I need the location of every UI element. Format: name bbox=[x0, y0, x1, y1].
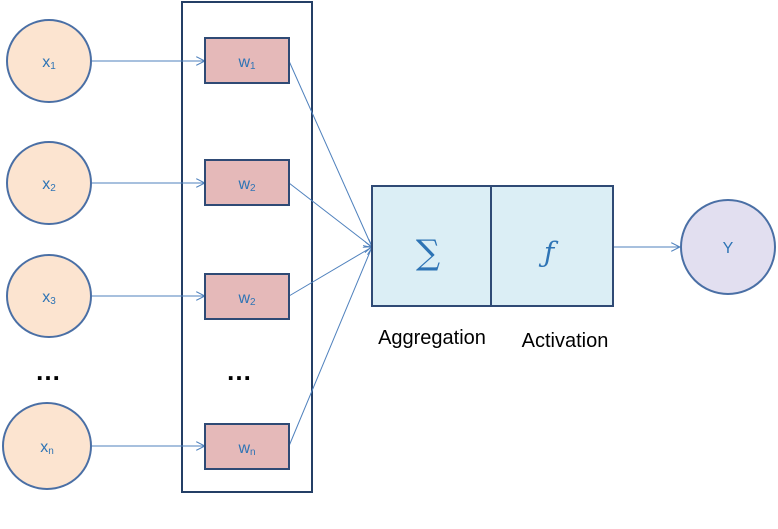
input-label-x3: x bbox=[42, 289, 50, 306]
activation-box bbox=[490, 185, 614, 307]
input-subscript-x3: 3 bbox=[50, 296, 56, 307]
svg-text:x3: x3 bbox=[42, 289, 56, 307]
weight-label-w2: w bbox=[237, 176, 250, 193]
input-node-x2: x2 bbox=[6, 141, 92, 225]
input-label-xn: x bbox=[40, 439, 48, 456]
weight-label-w1: w bbox=[237, 54, 250, 71]
weight-box-w2: w2 bbox=[204, 159, 290, 206]
connector-w1-sum bbox=[288, 60, 372, 247]
weight-box-wn: wn bbox=[204, 423, 290, 470]
svg-text:wn: wn bbox=[237, 440, 255, 458]
input-label-x2: x bbox=[42, 176, 50, 193]
aggregation-caption: Aggregation bbox=[378, 327, 486, 349]
weight-subscript-w1: 1 bbox=[250, 61, 256, 72]
weight-label-wn: w bbox=[237, 440, 250, 457]
svg-text:w2: w2 bbox=[237, 176, 256, 194]
input-subscript-xn: n bbox=[48, 446, 54, 457]
input-node-x1: x1 bbox=[6, 19, 92, 103]
input-subscript-x2: 2 bbox=[50, 183, 56, 194]
output-label: Y bbox=[723, 240, 734, 257]
weight-box-w3: w2 bbox=[204, 273, 290, 320]
weight-box-w1: w1 bbox=[204, 37, 290, 84]
input-node-xn: xn bbox=[2, 402, 92, 490]
weight-subscript-w3: 2 bbox=[250, 297, 256, 308]
weight-subscript-wn: n bbox=[250, 447, 256, 458]
input-node-x3: x3 bbox=[6, 254, 92, 338]
svg-text:w1: w1 bbox=[237, 54, 256, 72]
activation-caption: Activation bbox=[522, 330, 609, 352]
weight-subscript-w2: 2 bbox=[250, 183, 256, 194]
aggregation-box bbox=[371, 185, 492, 307]
input-label-x1: x bbox=[42, 54, 50, 71]
output-node-y: Y bbox=[680, 199, 776, 295]
inputs-ellipsis: … bbox=[35, 356, 61, 386]
weights-ellipsis: … bbox=[226, 356, 252, 386]
weights-frame bbox=[181, 1, 313, 493]
connector-wn-sum bbox=[288, 247, 372, 447]
svg-text:xn: xn bbox=[40, 439, 54, 457]
activation-function-symbol: ƒ bbox=[538, 236, 559, 269]
connector-w2-sum bbox=[288, 182, 372, 247]
connector-w3-sum bbox=[288, 247, 372, 297]
input-subscript-x1: 1 bbox=[50, 61, 56, 72]
svg-text:w2: w2 bbox=[237, 290, 256, 308]
svg-text:x2: x2 bbox=[42, 176, 56, 194]
weight-label-w3: w bbox=[237, 290, 250, 307]
sum-symbol: ∑ bbox=[416, 233, 440, 273]
svg-text:x1: x1 bbox=[42, 54, 56, 72]
